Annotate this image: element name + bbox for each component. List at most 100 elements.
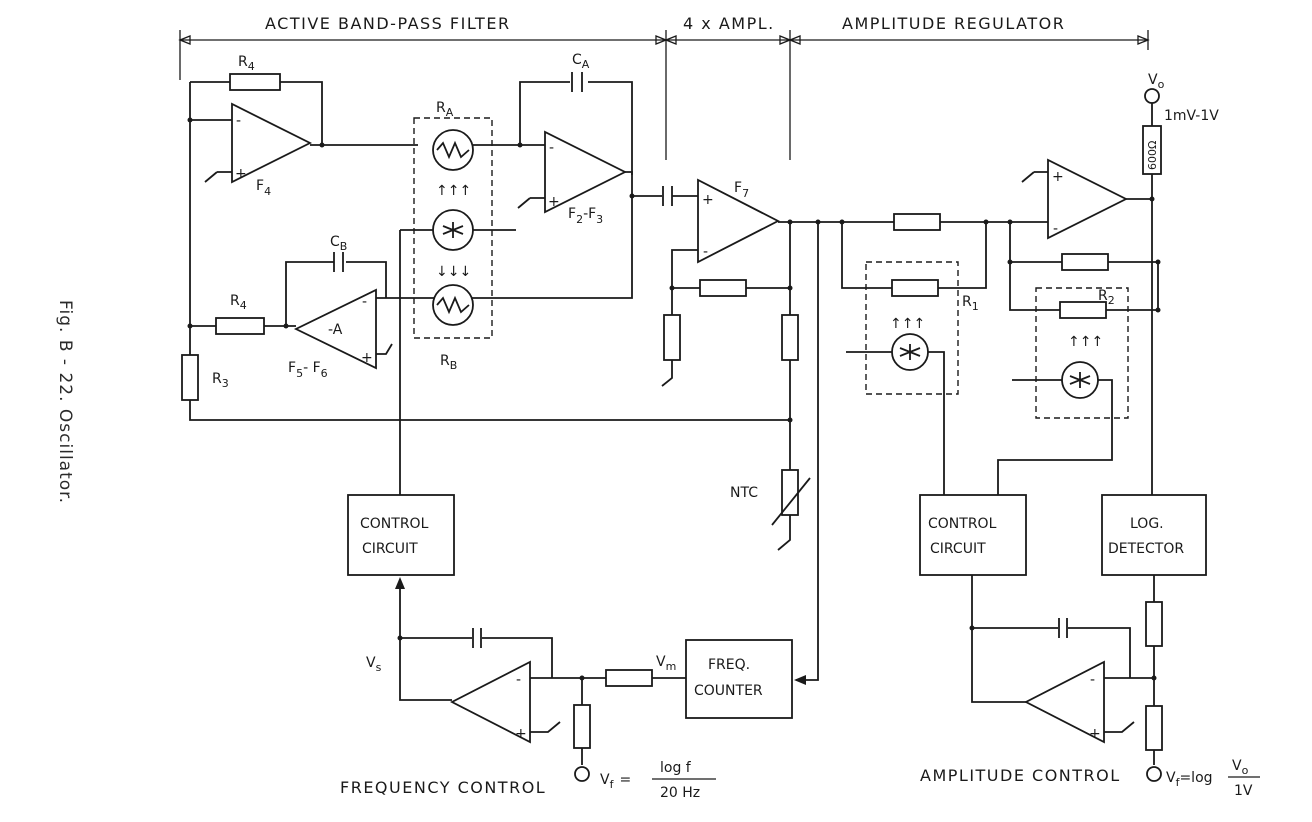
counter-input-wire	[796, 222, 819, 681]
frequency-control-legend: FREQUENCY CONTROL Vf= log f 20 Hz	[340, 760, 716, 801]
amplitude-control-terminal[interactable]	[1146, 766, 1162, 782]
amplitude-formula-num: Vo	[1232, 758, 1249, 777]
junction	[517, 142, 523, 148]
opamp-f4-minus: -	[236, 113, 241, 129]
amp-integrator-wires	[971, 575, 1155, 765]
opamp-f5-f6-ground	[376, 343, 393, 355]
light-arrows-up: ↑↑↑	[436, 183, 471, 199]
ra-label: RA	[436, 100, 454, 119]
resistor-r4-top: R4	[190, 54, 323, 143]
opamp-f2-f3: - + F2-F3	[472, 130, 662, 299]
opamp-f7-symbol	[697, 178, 780, 264]
frequency-counter-line2: COUNTER	[694, 683, 763, 699]
control-circuit-2-line1: CONTROL	[928, 516, 997, 532]
r4-top-wires	[190, 81, 323, 143]
opamp-f2-f3-symbol	[544, 130, 628, 214]
section-headers: ACTIVE BAND-PASS FILTER 4 x AMPL. AMPLIT…	[178, 14, 1150, 160]
amplitude-integrator-symbol	[1024, 660, 1105, 744]
frequency-formula-den: 20 Hz	[660, 785, 700, 801]
ra-ldr	[432, 129, 474, 171]
photoresistor-r1: R1 ↑↑↑	[846, 261, 979, 495]
vf-amp-input-resistor	[1145, 705, 1163, 751]
light-arrows-down: ↓↓↓	[436, 264, 471, 280]
frequency-counter: FREQ. COUNTER	[685, 219, 821, 719]
photoresistor-assembly-frame	[413, 117, 493, 339]
ntc-label: NTC	[730, 485, 758, 501]
r4-top-body	[229, 73, 281, 91]
opamp-f5-f6-plus: +	[361, 350, 373, 366]
frequency-counter-line1: FREQ.	[708, 657, 750, 673]
opamp-f4-symbol	[231, 102, 313, 184]
vs-label: Vs	[366, 655, 382, 674]
control-circuit-frequency: CONTROL CIRCUIT	[347, 230, 455, 701]
r2-body	[1059, 301, 1107, 319]
control-circuit-1-line2: CIRCUIT	[362, 541, 418, 557]
f7-gain-resistor	[663, 314, 681, 361]
frequency-counter-box	[685, 639, 793, 719]
opamp-f4: - + F4	[204, 102, 313, 198]
opamp-f2-f3-label: F2-F3	[568, 206, 603, 226]
regulator-series-resistor	[893, 213, 941, 231]
opamp-output-ground	[1021, 171, 1048, 183]
amplitude-formula-lhs: Vf=log	[1166, 770, 1213, 789]
r3-return-wire	[189, 400, 790, 421]
r1-light-arrows: ↑↑↑	[890, 316, 925, 332]
r2-frame	[1035, 287, 1129, 419]
freq-int-plus: +	[515, 726, 527, 742]
capacitor-ca: CA	[571, 52, 590, 92]
opamp-output-symbol	[1047, 158, 1129, 240]
logdet-output-resistor	[1145, 601, 1163, 647]
vo-range-label: 1mV-1V	[1164, 108, 1219, 124]
cb-label: CB	[330, 234, 347, 253]
f7-feedback-resistor	[699, 279, 747, 297]
coupling-capacitor	[662, 186, 698, 206]
frequency-control-terminal[interactable]	[574, 766, 590, 782]
opamp-f2-f3-ground	[517, 197, 545, 209]
r4-mid-label: R4	[230, 293, 247, 312]
opamp-f2-f3-plus: +	[548, 194, 560, 210]
freq-int-minus: -	[516, 672, 521, 688]
amplitude-formula-den: 1V	[1234, 783, 1253, 799]
figure-caption: Fig. B - 22. Oscillator.	[55, 300, 75, 504]
amplitude-control-label: AMPLITUDE CONTROL	[920, 766, 1121, 785]
junction	[319, 142, 325, 148]
load-resistor-label: 600Ω	[1146, 141, 1159, 170]
opamp-f5-f6-label: F5- F6	[288, 360, 328, 380]
section-amplifier-label: 4 x AMPL.	[683, 14, 775, 33]
f7-feedback-wires	[661, 221, 840, 387]
vf-input-resistor	[573, 704, 591, 749]
control-circuit-2-line2: CIRCUIT	[930, 541, 986, 557]
log-detector-line2: DETECTOR	[1108, 541, 1184, 557]
r3-label: R3	[212, 371, 229, 390]
log-detector-line1: LOG.	[1130, 516, 1164, 532]
opamp-f5-f6: - + -A F5- F6 CB R4	[187, 234, 434, 380]
section-filter-label: ACTIVE BAND-PASS FILTER	[265, 14, 511, 33]
rb-label: RB	[440, 353, 457, 372]
section-arrowheads	[178, 35, 1150, 45]
log-detector: LOG. DETECTOR	[1101, 494, 1207, 576]
amplitude-integrator: - +	[969, 575, 1163, 782]
opamp-f4-label: F4	[256, 178, 271, 198]
control-circuit-1-box	[347, 494, 455, 576]
photoresistor-r2: R2 ↑↑↑	[997, 287, 1129, 495]
r4-top-label: R4	[238, 54, 255, 73]
vm-label: Vm	[656, 654, 676, 673]
freq-integrator-wires	[400, 637, 686, 765]
control-circuit-1-line1: CONTROL	[360, 516, 429, 532]
output-node: 600Ω Vo 1mV-1V	[1142, 72, 1219, 495]
resistor-r3: R3	[181, 354, 793, 423]
opamp-output-minus: -	[1053, 221, 1058, 237]
junction	[187, 117, 193, 123]
vo-terminal[interactable]	[1144, 88, 1160, 104]
frequency-control-label: FREQUENCY CONTROL	[340, 778, 546, 797]
opamp-f7-plus: +	[702, 192, 714, 208]
opamp-f7: + - F7	[661, 178, 840, 387]
opamp-output: + -	[1021, 158, 1154, 240]
regulator-wires	[840, 221, 1158, 311]
r1-label: R1	[962, 294, 979, 313]
control-1-input-wire	[399, 580, 452, 701]
amp-int-minus: -	[1090, 672, 1095, 688]
f2-f3-output-wire	[472, 171, 633, 299]
photoresistor-assembly: RA ↑↑↑ ↓↓↓ RB	[400, 100, 516, 372]
